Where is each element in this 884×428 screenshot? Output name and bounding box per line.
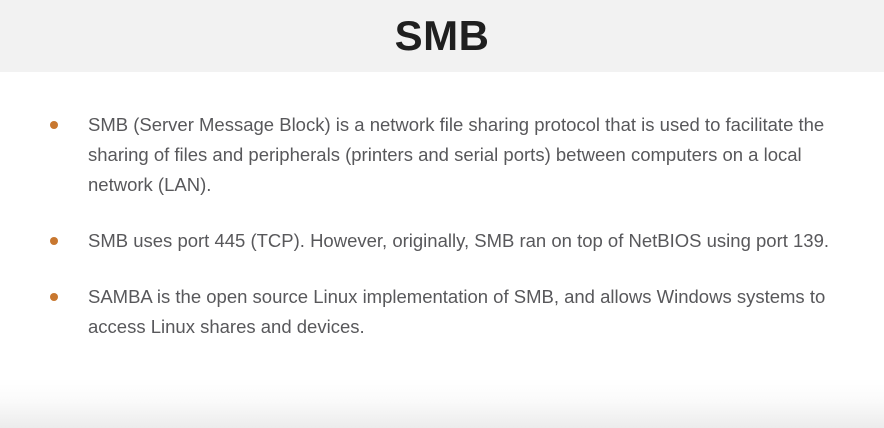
list-item-text: SMB uses port 445 (TCP). However, origin…	[88, 230, 830, 251]
bullet-dot-icon	[50, 121, 58, 129]
bullet-list: SMB (Server Message Block) is a network …	[44, 110, 836, 342]
bullet-dot-icon	[50, 237, 58, 245]
page-title: SMB	[394, 12, 490, 59]
bullet-dot-icon	[50, 293, 58, 301]
slide-body: SMB (Server Message Block) is a network …	[0, 72, 884, 384]
list-item-text: SMB (Server Message Block) is a network …	[88, 114, 825, 195]
list-item: SAMBA is the open source Linux implement…	[44, 282, 836, 342]
slide-footer-band	[0, 384, 884, 428]
list-item-text: SAMBA is the open source Linux implement…	[88, 286, 826, 337]
list-item: SMB uses port 445 (TCP). However, origin…	[44, 226, 836, 256]
list-item: SMB (Server Message Block) is a network …	[44, 110, 836, 200]
slide-header: SMB	[0, 0, 884, 72]
